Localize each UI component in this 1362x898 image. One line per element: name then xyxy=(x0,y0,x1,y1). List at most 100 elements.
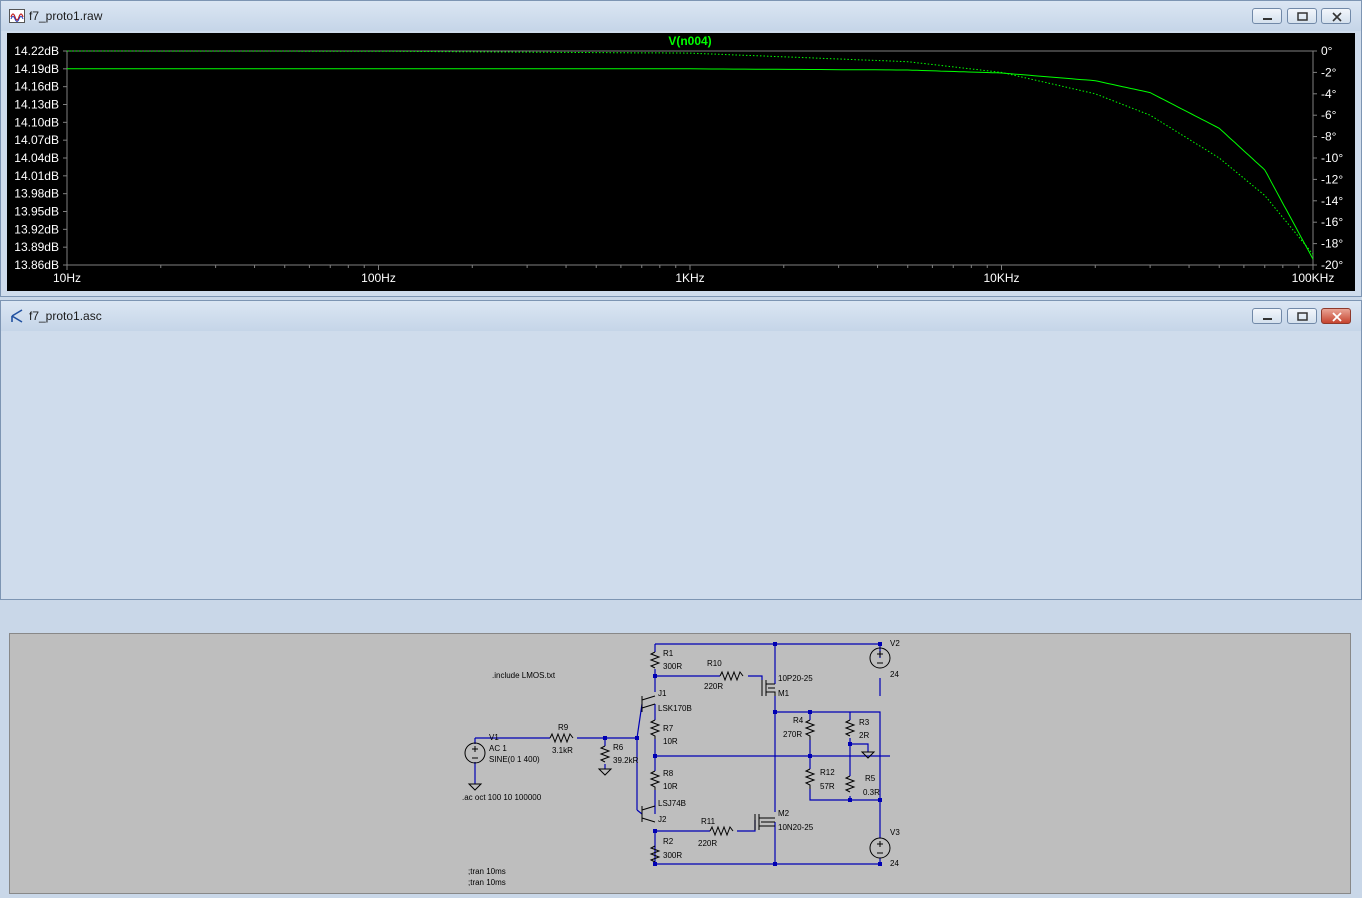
r7-value[interactable]: 10R xyxy=(663,737,678,746)
minimize-icon xyxy=(1263,318,1272,320)
maximize-icon xyxy=(1297,12,1308,21)
x-tick-label: 10Hz xyxy=(53,271,81,285)
v3-value[interactable]: 24 xyxy=(890,859,899,868)
maximize-button[interactable] xyxy=(1287,8,1317,24)
v3-label[interactable]: V3 xyxy=(890,828,900,837)
right-tick-label: -20° xyxy=(1321,258,1343,272)
left-tick-label: 14.22dB xyxy=(14,44,59,58)
r5-value[interactable]: 0.3R xyxy=(863,788,880,797)
tran-directive-1[interactable]: ;tran 10ms xyxy=(468,867,506,876)
r10-label[interactable]: R10 xyxy=(707,659,722,668)
r8-symbol xyxy=(649,770,661,790)
magnitude-trace xyxy=(67,68,1314,260)
bode-plot-svg: 14.22dB14.19dB14.16dB14.13dB14.10dB14.07… xyxy=(14,34,1343,285)
plot-frame xyxy=(66,50,1314,266)
right-tick-label: -18° xyxy=(1321,237,1343,251)
j2-symbol xyxy=(641,805,656,823)
r3-value[interactable]: 2R xyxy=(859,731,869,740)
left-tick-label: 14.10dB xyxy=(14,115,59,129)
m2-symbol xyxy=(754,814,775,830)
schematic-titlebar[interactable]: f7_proto1.asc xyxy=(1,301,1361,331)
ac-directive[interactable]: .ac oct 100 10 100000 xyxy=(462,793,542,802)
v2-value[interactable]: 24 xyxy=(890,670,899,679)
right-axis-ticks: 0°-2°-4°-6°-8°-10°-12°-14°-16°-18°-20° xyxy=(1313,44,1343,272)
r7-label[interactable]: R7 xyxy=(663,724,674,733)
j1-model[interactable]: LSK170B xyxy=(658,704,692,713)
ground-icon xyxy=(467,783,483,791)
r9-symbol xyxy=(549,732,574,744)
right-tick-label: -2° xyxy=(1321,65,1337,79)
x-tick-label: 100Hz xyxy=(361,271,396,285)
r3-symbol xyxy=(844,719,856,737)
j2-label[interactable]: J2 xyxy=(658,815,667,824)
r4-symbol xyxy=(804,719,816,740)
tran-directive-2[interactable]: ;tran 10ms xyxy=(468,878,506,887)
r1-label[interactable]: R1 xyxy=(663,649,674,658)
v1-label[interactable]: V1 xyxy=(489,733,499,742)
close-icon xyxy=(1332,12,1342,22)
schematic-svg: .include LMOS.txt .ac oct 100 10 100000 … xyxy=(462,639,900,887)
r12-label[interactable]: R12 xyxy=(820,768,835,777)
right-tick-label: -12° xyxy=(1321,172,1343,186)
r11-value[interactable]: 220R xyxy=(698,839,717,848)
minimize-button[interactable] xyxy=(1252,8,1282,24)
r11-label[interactable]: R11 xyxy=(701,817,716,826)
x-tick-label: 10KHz xyxy=(983,271,1019,285)
m1-model[interactable]: 10P20-25 xyxy=(778,674,813,683)
v1-value2[interactable]: SINE(0 1 400) xyxy=(489,755,540,764)
close-icon xyxy=(1332,312,1342,322)
schematic-app-icon xyxy=(11,309,23,323)
r5-symbol xyxy=(844,775,856,793)
schematic-window-title: f7_proto1.asc xyxy=(29,309,102,323)
j2-model[interactable]: LSJ74B xyxy=(658,799,686,808)
m1-symbol xyxy=(761,680,776,696)
r2-value[interactable]: 300R xyxy=(663,851,682,860)
traces xyxy=(67,50,1314,260)
j1-label[interactable]: J1 xyxy=(658,689,667,698)
waveform-titlebar[interactable]: f7_proto1.raw xyxy=(1,1,1361,31)
waveform-window-title: f7_proto1.raw xyxy=(29,9,103,23)
r6-label[interactable]: R6 xyxy=(613,743,624,752)
r3-label[interactable]: R3 xyxy=(859,718,870,727)
r6-value[interactable]: 39.2kR xyxy=(613,756,639,765)
r2-label[interactable]: R2 xyxy=(663,837,674,846)
waveform-app-icon xyxy=(9,9,25,23)
r8-value[interactable]: 10R xyxy=(663,782,678,791)
close-button[interactable] xyxy=(1321,308,1351,324)
trace-label[interactable]: V(n004) xyxy=(668,34,711,48)
r5-label[interactable]: R5 xyxy=(865,774,876,783)
r8-label[interactable]: R8 xyxy=(663,769,674,778)
ground-icon xyxy=(597,768,613,776)
left-tick-label: 14.13dB xyxy=(14,98,59,112)
plot-border xyxy=(66,50,1314,266)
right-tick-label: -4° xyxy=(1321,87,1337,101)
m2-label[interactable]: M2 xyxy=(778,809,790,818)
r9-label[interactable]: R9 xyxy=(558,723,569,732)
include-directive[interactable]: .include LMOS.txt xyxy=(492,671,556,680)
m2-model[interactable]: 10N20-25 xyxy=(778,823,814,832)
v1-value1[interactable]: AC 1 xyxy=(489,744,507,753)
minimize-button[interactable] xyxy=(1252,308,1282,324)
r4-value[interactable]: 270R xyxy=(783,730,802,739)
left-tick-label: 14.19dB xyxy=(14,62,59,76)
v2-label[interactable]: V2 xyxy=(890,639,900,648)
left-tick-label: 13.92dB xyxy=(14,222,59,236)
r10-value[interactable]: 220R xyxy=(704,682,723,691)
m1-label[interactable]: M1 xyxy=(778,689,790,698)
r4-label[interactable]: R4 xyxy=(793,716,804,725)
close-button[interactable] xyxy=(1321,8,1351,24)
r6-symbol xyxy=(599,745,611,763)
right-tick-label: 0° xyxy=(1321,44,1333,58)
j1-symbol xyxy=(641,695,656,712)
r1-value[interactable]: 300R xyxy=(663,662,682,671)
left-tick-label: 13.89dB xyxy=(14,240,59,254)
r9-value[interactable]: 3.1kR xyxy=(552,746,573,755)
maximize-button[interactable] xyxy=(1287,308,1317,324)
right-tick-label: -8° xyxy=(1321,130,1337,144)
r12-value[interactable]: 57R xyxy=(820,782,835,791)
right-tick-label: -16° xyxy=(1321,215,1343,229)
r12-symbol xyxy=(804,768,816,789)
ground-icon xyxy=(860,751,876,759)
schematic-canvas[interactable]: .include LMOS.txt .ac oct 100 10 100000 … xyxy=(9,633,1351,894)
